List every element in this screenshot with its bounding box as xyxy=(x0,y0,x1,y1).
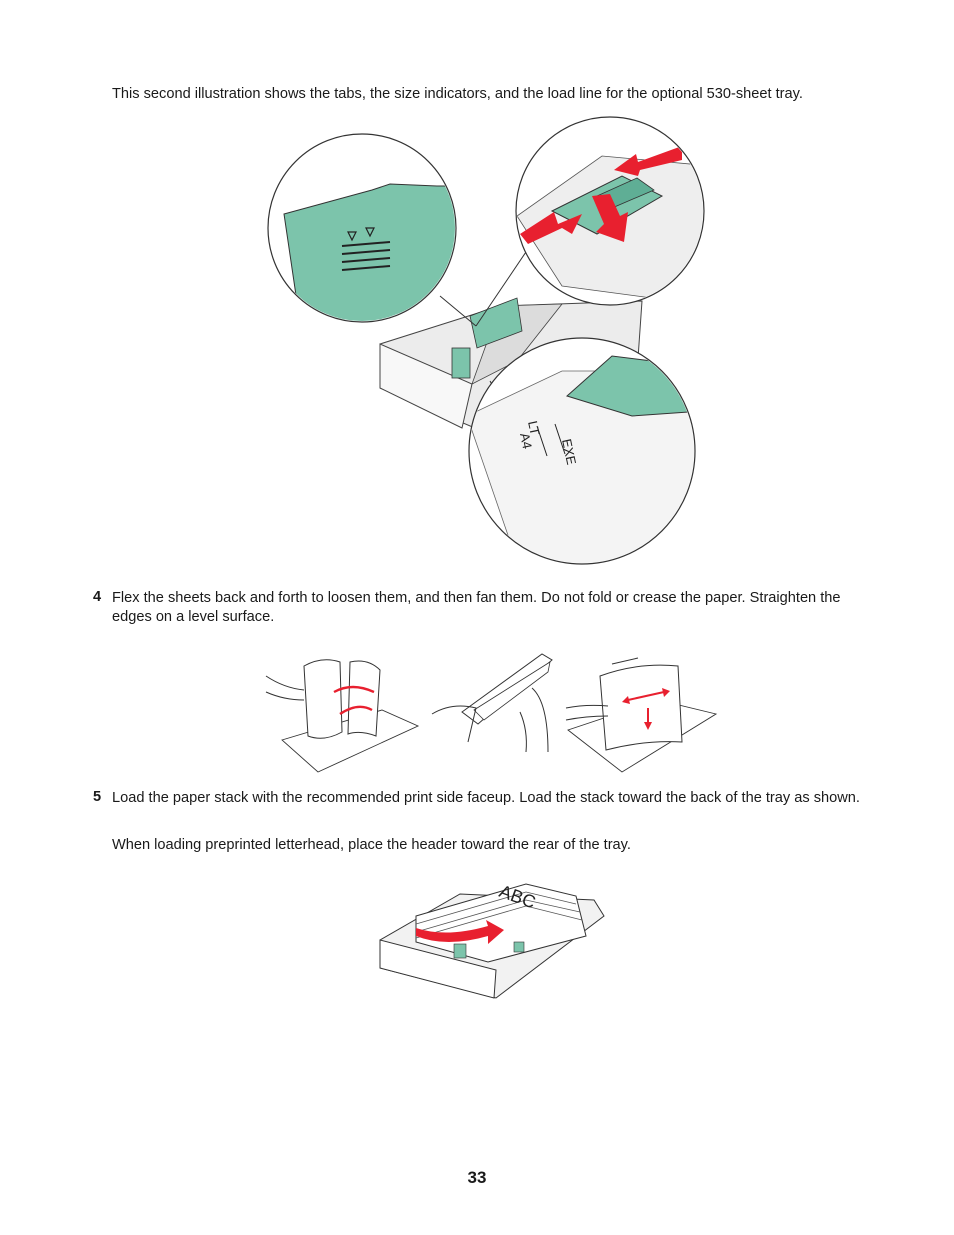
step-number: 5 xyxy=(93,789,102,805)
squeeze-arrow-icon xyxy=(520,212,582,244)
step-text: Flex the sheets back and forth to loosen… xyxy=(112,590,841,625)
step-text: Load the paper stack with the recommende… xyxy=(112,790,860,806)
size-label-lt: LT xyxy=(525,420,543,437)
squeeze-tab-callout xyxy=(515,116,705,306)
flex-arrow-icon xyxy=(333,685,375,694)
tray-callout-illustration: LT A4 EXE xyxy=(267,116,705,565)
push-arrow-icon xyxy=(592,194,628,242)
tab-detail-callout xyxy=(267,133,457,323)
flex-sheets-panel xyxy=(265,659,420,773)
size-indicator-callout: LT A4 EXE xyxy=(468,337,696,565)
size-label-a4: A4 xyxy=(517,432,535,451)
size-label-exe: EXE xyxy=(559,438,579,467)
triangle-indicator-icon xyxy=(365,227,375,238)
flex-fan-paper-illustration xyxy=(265,653,718,773)
load-direction-arrow-icon xyxy=(416,920,504,944)
straighten-edges-panel xyxy=(565,657,718,773)
flex-arrow-icon xyxy=(339,705,373,716)
page-number: 33 xyxy=(467,1168,487,1187)
fan-sheets-panel xyxy=(431,653,553,753)
step-note: When loading preprinted letterhead, plac… xyxy=(112,837,631,853)
triangle-indicator-icon xyxy=(347,231,357,242)
align-arrow-icon xyxy=(627,691,665,701)
squeeze-arrow-icon xyxy=(614,146,682,176)
step-number: 4 xyxy=(93,589,102,605)
load-paper-tray-illustration: ABC xyxy=(379,881,605,999)
intro-paragraph: This second illustration shows the tabs,… xyxy=(112,86,803,102)
